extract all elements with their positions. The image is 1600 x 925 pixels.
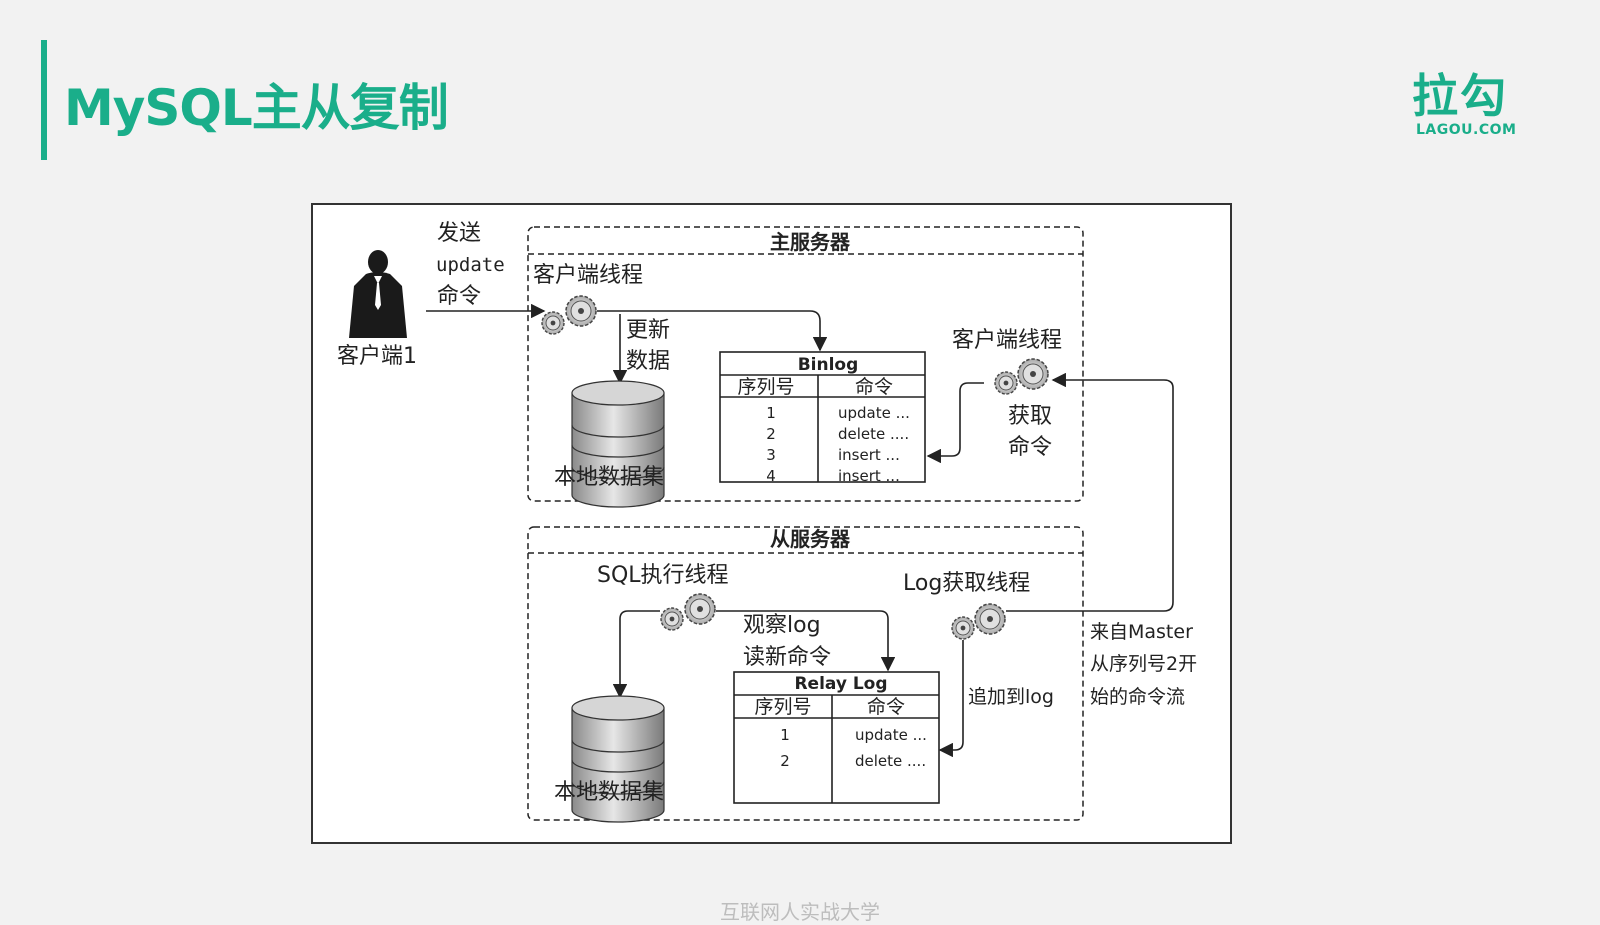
fetch-label-2: 命令: [1008, 435, 1052, 460]
gear-icon: [994, 371, 1018, 395]
command-stream-arrow: [1006, 372, 1174, 612]
fetch-command-arrow: [926, 382, 984, 464]
binlog-row-cmd: update ...: [838, 404, 910, 422]
binlog-title: Binlog: [798, 355, 859, 375]
binlog-col-cmd: 命令: [855, 376, 893, 398]
binlog-row-cmd: insert ...: [838, 446, 900, 464]
master-server-box: [527, 226, 1084, 502]
binlog-col-seq: 序列号: [737, 376, 794, 398]
master-client-thread-right: 客户端线程: [952, 328, 1062, 353]
relay-rows: 1 update ... 2 delete ....: [780, 726, 927, 770]
gear-icon: [565, 295, 597, 327]
lagou-logo: 拉勾 LAGOU.COM: [1412, 70, 1522, 138]
relay-col-seq: 序列号: [754, 696, 811, 718]
stream-label-2: 从序列号2开: [1090, 653, 1197, 675]
update-label-2: 数据: [626, 349, 670, 374]
gear-icon: [660, 607, 684, 631]
relay-row-cmd: update ...: [855, 726, 927, 744]
observe-label-1: 观察log: [743, 613, 821, 638]
gear-icon: [541, 311, 565, 335]
log-thread-label: Log获取线程: [903, 571, 1030, 596]
send-label-3: 命令: [437, 284, 481, 309]
binlog-row-cmd: delete ....: [838, 425, 909, 443]
relay-log-table: [733, 671, 940, 804]
client-label: 客户端1: [337, 344, 417, 369]
binlog-row-seq: 3: [766, 446, 776, 464]
binlog-row-cmd: insert ...: [838, 467, 900, 485]
gear-icon: [974, 603, 1006, 635]
footer-text: 互联网人实战大学: [720, 900, 880, 924]
send-label-2: update: [436, 254, 505, 276]
write-binlog-arrow: [597, 310, 828, 352]
binlog-row-seq: 4: [766, 467, 776, 485]
observe-label-2: 读新命令: [743, 645, 831, 670]
gear-icon: [1017, 358, 1049, 390]
relay-col-cmd: 命令: [867, 696, 905, 718]
update-label-1: 更新: [626, 318, 670, 343]
relay-row-seq: 2: [780, 752, 790, 770]
gear-icon: [684, 593, 716, 625]
gear-icon: [951, 616, 975, 640]
send-label-1: 发送: [437, 221, 481, 246]
fetch-label-1: 获取: [1008, 404, 1052, 429]
relay-row-cmd: delete ....: [855, 752, 926, 770]
binlog-rows: 1 update ... 2 delete .... 3 insert ... 4 inser…: [766, 404, 910, 485]
stream-label-3: 始的命令流: [1090, 686, 1185, 708]
page-title: MySQL主从复制: [64, 79, 449, 137]
append-label: 追加到log: [968, 686, 1054, 708]
title-accent-bar: [41, 40, 47, 160]
sql-thread-label: SQL执行线程: [597, 563, 729, 588]
slave-local-dataset: 本地数据集: [554, 780, 664, 805]
master-title: 主服务器: [770, 230, 851, 254]
slave-title: 从服务器: [770, 527, 851, 551]
master-client-thread-left: 客户端线程: [533, 263, 643, 288]
logo-subtext: LAGOU.COM: [1416, 122, 1517, 138]
slave-server-box: [527, 526, 1084, 821]
append-log-arrow: [938, 640, 964, 758]
logo-text: 拉勾: [1412, 69, 1508, 123]
binlog-row-seq: 1: [766, 404, 776, 422]
observe-log-arrow: [716, 610, 896, 672]
relay-log-title: Relay Log: [794, 674, 887, 694]
apply-command-arrow: [612, 610, 660, 699]
stream-label-1: 来自Master: [1090, 621, 1193, 643]
master-local-dataset: 本地数据集: [554, 465, 664, 490]
binlog-row-seq: 2: [766, 425, 776, 443]
relay-row-seq: 1: [780, 726, 790, 744]
person-icon: [349, 250, 407, 338]
binlog-table: [719, 351, 926, 483]
